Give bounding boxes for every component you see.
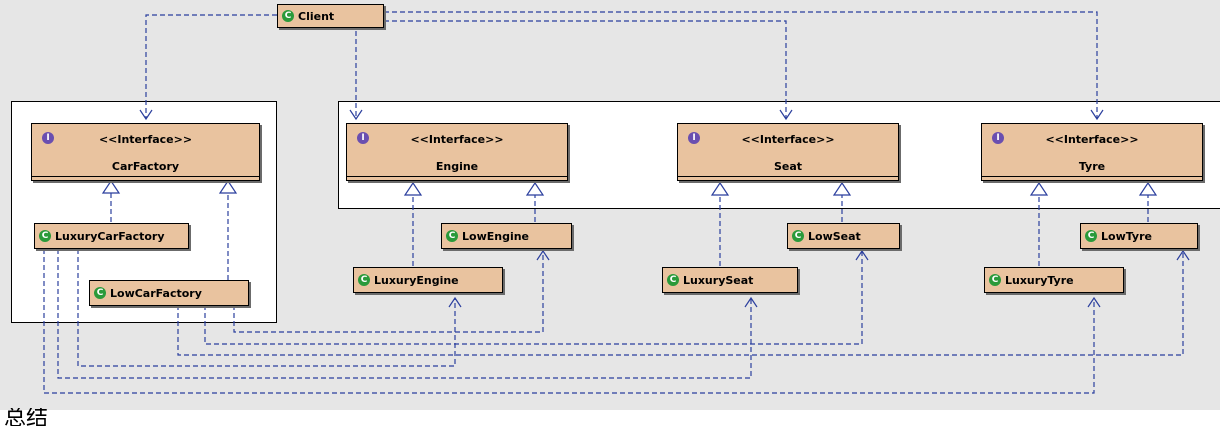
dep-lowcar-lowtyre [177,251,1184,356]
dep-luxurycar-luxuryengine [77,249,456,367]
class-icon: C [667,274,679,286]
interface-name: CarFactory [111,160,180,173]
class-label: LuxuryEngine [374,273,459,287]
interface-icon: I [688,132,700,144]
class-luxurycarfactory[interactable]: C LuxuryCarFactory [34,223,189,249]
relationship-lines [43,11,1190,394]
diagram-canvas: C Client I <<Interface>> CarFactory I <<… [0,0,1220,410]
interface-stereotype: <<Interface>> [741,133,835,146]
interface-icon: I [357,132,369,144]
caption: 总结 [4,408,49,426]
dep-client-tyre [384,11,1098,118]
compartment-divider [347,176,567,177]
class-icon: C [94,287,106,299]
interface-tyre[interactable]: I <<Interface>> Tyre [981,123,1203,181]
interface-carfactory[interactable]: I <<Interface>> CarFactory [31,123,260,181]
client-class[interactable]: C Client [277,4,384,28]
interface-stereotype: <<Interface>> [1045,133,1139,146]
triangle-engine-b [525,181,545,196]
class-label: LowEngine [462,229,530,243]
class-icon: C [282,10,294,22]
dep-client-seat [384,20,787,118]
dep-client-carfactory [145,14,277,118]
arrowhead-luxuryengine [448,296,462,308]
class-icon: C [446,230,458,242]
arrowhead-carfactory [139,109,153,121]
class-lowseat[interactable]: C LowSeat [787,223,900,249]
compartment-divider [32,176,259,177]
triangle-tyre-b [1138,181,1158,196]
class-label: LuxurySeat [683,273,754,287]
class-icon: C [39,230,51,242]
arrowhead-luxuryseat [744,296,758,308]
arrowhead-lowengine [536,249,550,261]
interface-stereotype: <<Interface>> [410,133,504,146]
interface-name: Tyre [1078,160,1106,173]
class-lowengine[interactable]: C LowEngine [441,223,572,249]
dep-lowcar-lowengine [233,251,544,333]
interface-name: Seat [773,160,803,173]
triangle-tyre-a [1029,181,1049,196]
class-icon: C [358,274,370,286]
compartment-divider [678,176,898,177]
class-icon: C [989,274,1001,286]
triangle-carfactory-a [101,179,121,194]
interface-icon: I [42,132,54,144]
triangle-carfactory-b [218,179,238,194]
interface-engine[interactable]: I <<Interface>> Engine [346,123,568,181]
arrowhead-tyre [1090,109,1104,121]
compartment-divider [982,176,1202,177]
triangle-seat-a [710,181,730,196]
interface-name: Engine [435,160,479,173]
class-lowtyre[interactable]: C LowTyre [1080,223,1198,249]
arrowhead-lowtyre [1176,249,1190,261]
triangle-engine-a [403,181,423,196]
arrowhead-seat [779,109,793,121]
class-luxuryengine[interactable]: C LuxuryEngine [353,267,503,293]
arrowhead-luxurytyre [1087,296,1101,308]
class-label: LowSeat [808,229,861,243]
interface-icon: I [992,132,1004,144]
class-label: LuxuryTyre [1005,273,1074,287]
class-luxuryseat[interactable]: C LuxurySeat [662,267,798,293]
arrowhead-engine [349,109,363,121]
class-lowcarfactory[interactable]: C LowCarFactory [89,280,249,306]
interface-stereotype: <<Interface>> [98,133,193,146]
interface-seat[interactable]: I <<Interface>> Seat [677,123,899,181]
class-label: LowTyre [1101,229,1152,243]
class-icon: C [792,230,804,242]
triangle-seat-b [832,181,852,196]
class-icon: C [1085,230,1097,242]
arrowhead-lowseat [855,249,869,261]
class-label: LowCarFactory [110,286,202,300]
dep-luxurycar-luxurytyre [43,249,1095,394]
class-label: LuxuryCarFactory [55,229,165,243]
class-luxurytyre[interactable]: C LuxuryTyre [984,267,1124,293]
dep-luxurycar-luxuryseat [57,249,752,379]
client-label: Client [298,9,335,23]
dep-lowcar-lowseat [204,251,863,345]
